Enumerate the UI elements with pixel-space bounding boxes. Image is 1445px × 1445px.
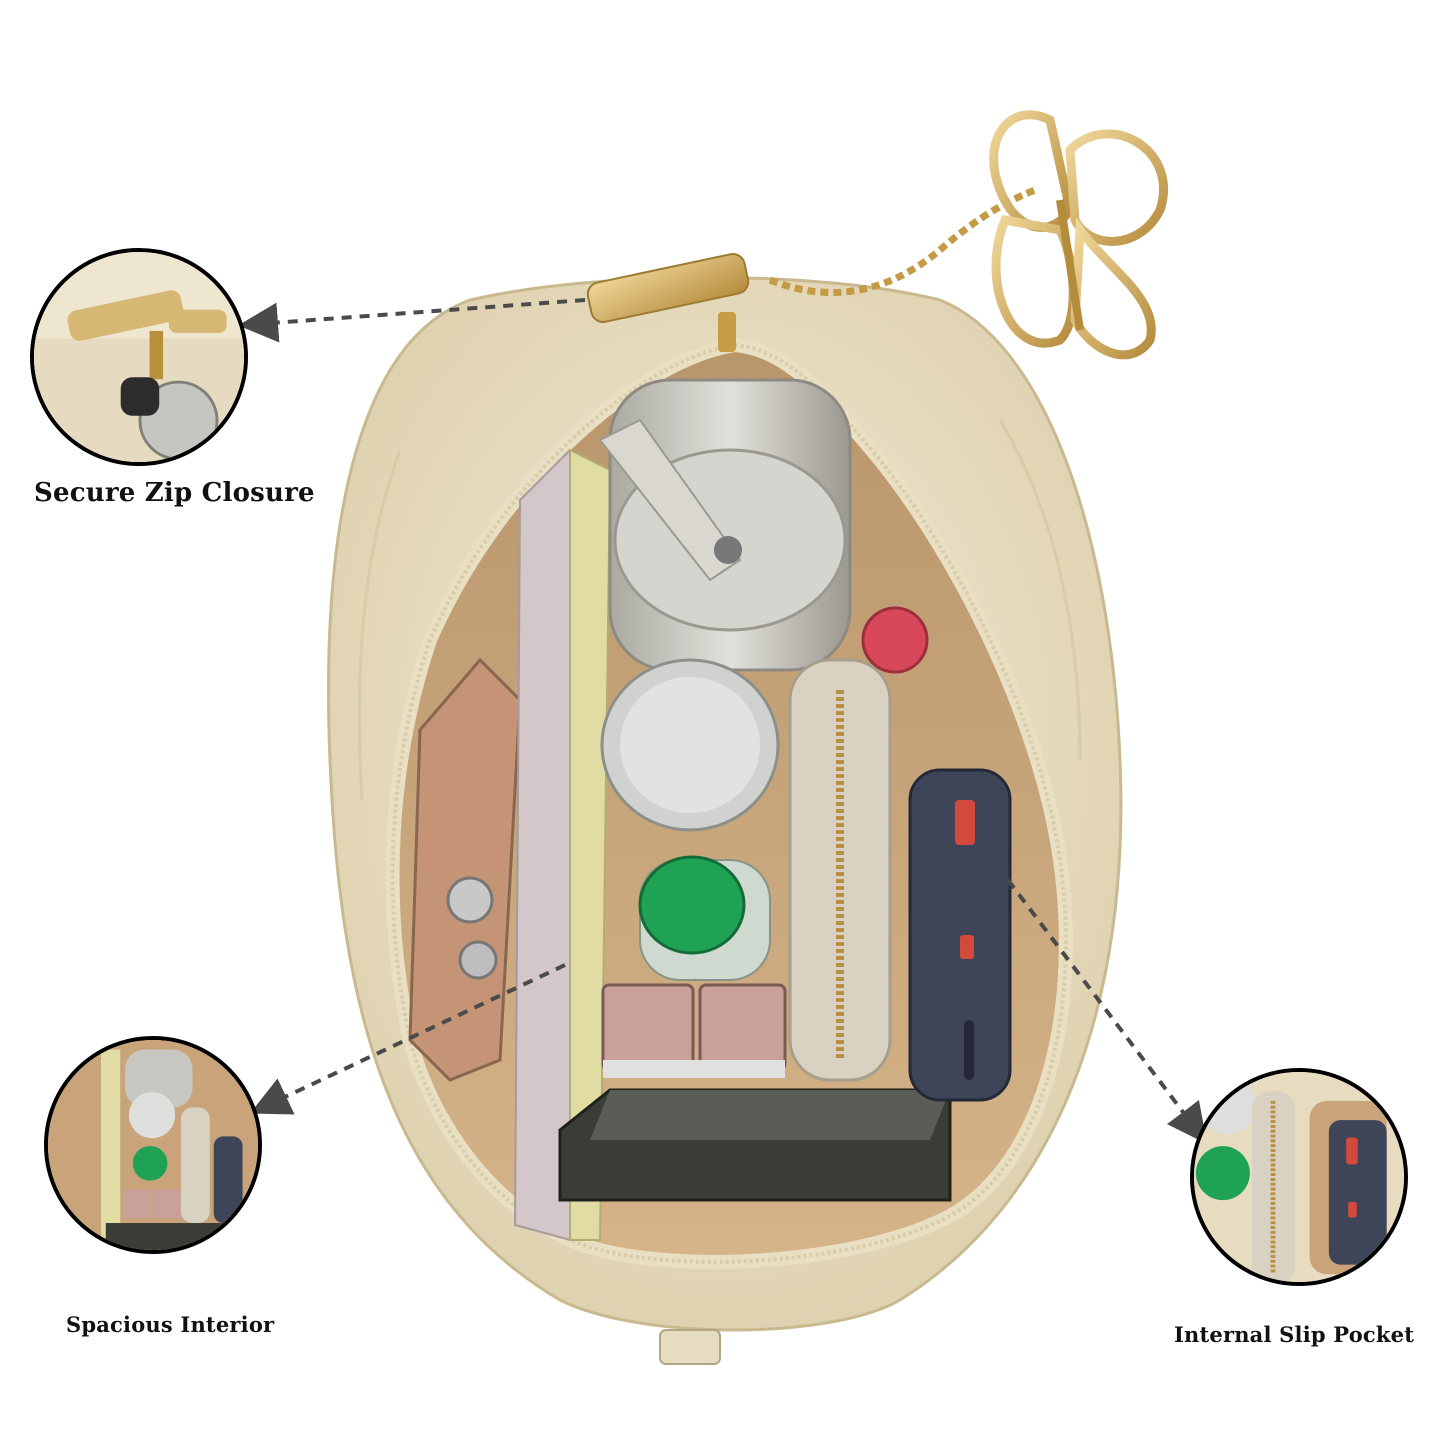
white-jar	[600, 658, 780, 832]
zip-closure-zoom	[30, 248, 248, 466]
spacious-interior-label: Spacious Interior	[66, 1312, 275, 1337]
pocket-zoom-illustration	[1194, 1072, 1404, 1282]
lipsticks	[601, 983, 787, 1078]
zip-zoom-illustration	[34, 252, 244, 462]
wallet-item	[788, 658, 892, 1082]
palette-item	[558, 1088, 952, 1202]
green-bottle	[638, 855, 771, 981]
lipstick-cap	[861, 606, 929, 674]
book-item	[513, 448, 612, 1242]
slip-pocket-label: Internal Slip Pocket	[1174, 1322, 1415, 1347]
callout-arrows	[238, 298, 1208, 1144]
interior-zoom-illustration	[48, 1040, 258, 1250]
bottle-item	[598, 378, 852, 672]
powerbank-item	[908, 768, 1012, 1102]
butterfly-charm	[768, 110, 1168, 360]
slip-pocket-zoom	[1190, 1068, 1408, 1286]
spacious-interior-zoom	[44, 1036, 262, 1254]
zipper-pull	[586, 253, 750, 1365]
phone-item	[408, 657, 522, 1082]
zip-closure-label: Secure Zip Closure	[34, 478, 315, 508]
